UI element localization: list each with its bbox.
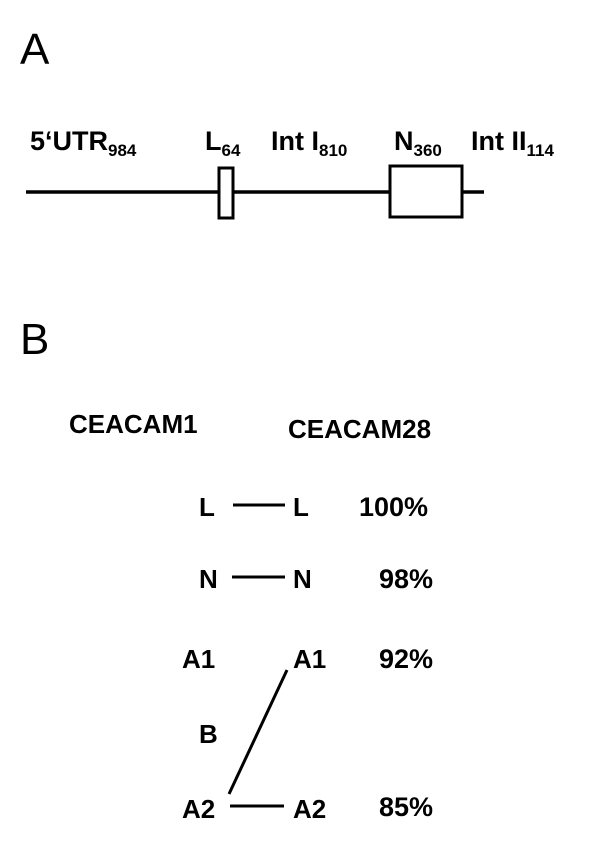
segment-size: 984 [108,141,137,160]
segment-label-int-i: Int I810 [271,126,347,160]
identity-a2: 85% [379,792,434,822]
segment-size: 64 [221,141,241,160]
identity-l: 100% [359,492,429,522]
right-header: CEACAM28 [288,414,432,444]
segment-size: 360 [413,141,442,160]
panel-a-letter: A [20,25,50,74]
domain-right-a2: A2 [293,794,327,824]
domain-left-l: L [199,492,215,522]
domain-left-b: B [199,719,218,749]
domain-left-a2: A2 [182,794,216,824]
left-header: CEACAM1 [69,409,198,439]
segment-label-5utr: 5‘UTR984 [30,126,136,160]
connector-a1-a2 [227,669,289,795]
identity-n: 98% [379,564,434,594]
exon-n-box [388,164,464,219]
identity-a1: 92% [379,644,434,674]
exon-l-box [217,166,235,220]
segment-name: 5‘UTR [30,126,109,156]
domain-left-n: N [199,564,218,594]
segment-name: Int II [471,126,527,156]
segment-name: N [394,126,414,156]
domain-left-a1: A1 [182,644,216,674]
segment-name: Int I [271,126,319,156]
domain-right-l: L [293,492,309,522]
segment-name: L [205,126,222,156]
segment-label-l: L64 [205,126,240,160]
segment-size: 810 [319,141,348,160]
segment-label-n: N360 [394,126,442,160]
domain-right-a1: A1 [293,644,327,674]
segment-size: 114 [526,141,554,160]
segment-label-int-ii: Int II114 [471,126,554,160]
panel-b-letter: B [20,315,50,364]
domain-right-n: N [293,564,312,594]
